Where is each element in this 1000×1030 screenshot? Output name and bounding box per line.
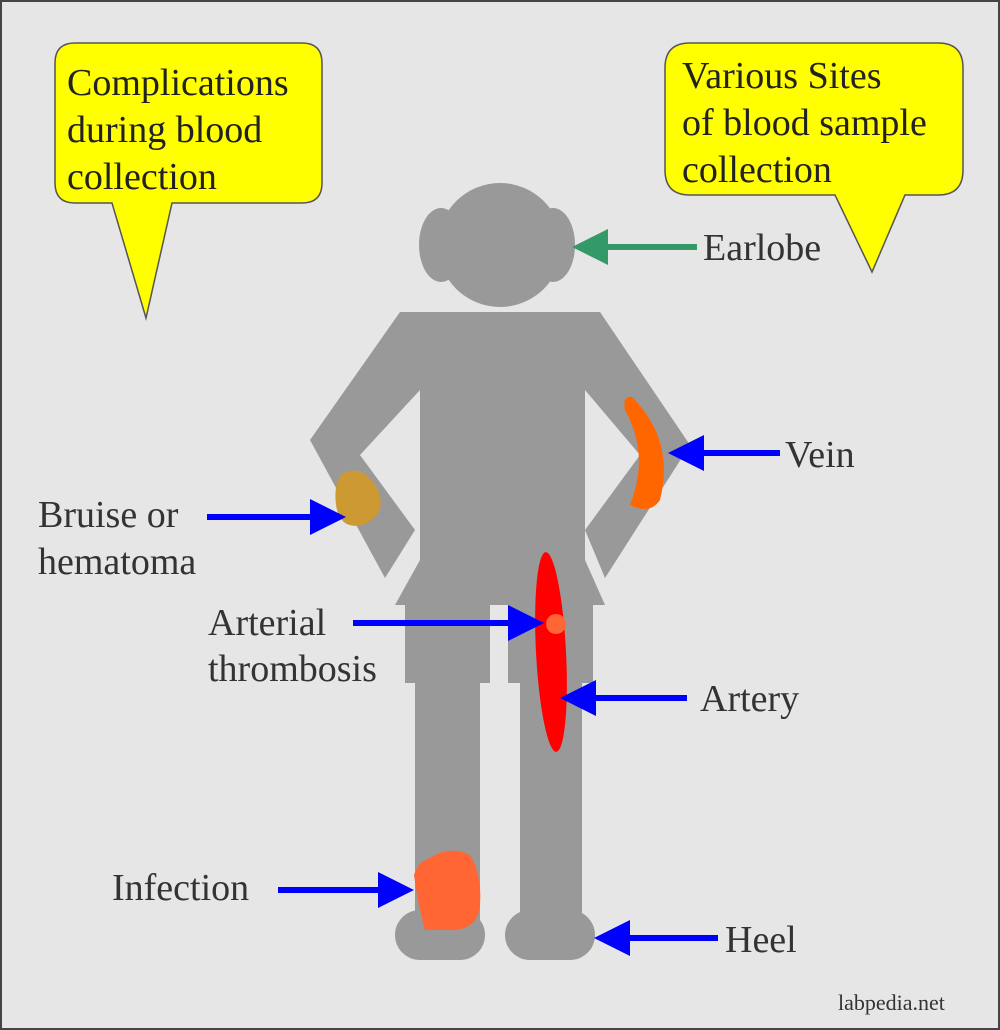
callout-line: of blood sample bbox=[682, 102, 927, 144]
label-bruise: Bruise or bbox=[38, 494, 179, 536]
watermark: labpedia.net bbox=[838, 990, 945, 1015]
label-earlobe: Earlobe bbox=[703, 227, 821, 269]
callout-line: Complications bbox=[67, 62, 289, 104]
label-arterial-thrombosis: Arterial bbox=[208, 602, 326, 644]
artery-mark bbox=[535, 552, 567, 752]
callout-line: Various Sites bbox=[682, 55, 882, 97]
callout-complications: Complications during blood collection bbox=[54, 42, 323, 321]
callout-line: collection bbox=[67, 156, 217, 198]
callout-sites: Various Sites of blood sample collection bbox=[664, 42, 964, 274]
bruise-mark bbox=[335, 470, 381, 526]
label-arterial-thrombosis: thrombosis bbox=[208, 648, 377, 690]
thrombus-mark bbox=[546, 614, 566, 634]
label-artery: Artery bbox=[700, 678, 799, 720]
infection-mark bbox=[414, 850, 481, 930]
vein-mark bbox=[624, 396, 664, 509]
callout-line: collection bbox=[682, 149, 832, 191]
label-heel: Heel bbox=[725, 919, 797, 961]
label-infection: Infection bbox=[112, 867, 249, 909]
callout-line: during blood bbox=[67, 109, 262, 151]
label-bruise: hematoma bbox=[38, 541, 196, 583]
label-vein: Vein bbox=[785, 434, 855, 476]
